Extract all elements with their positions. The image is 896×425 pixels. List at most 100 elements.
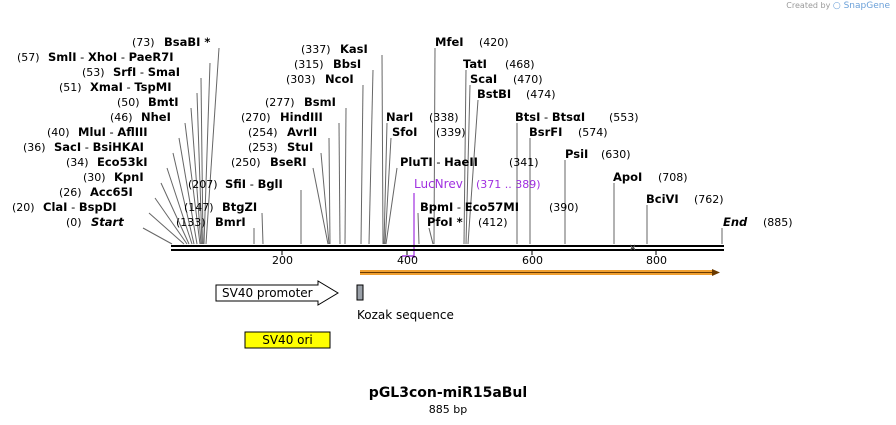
svg-text:(470): (470) xyxy=(513,73,543,86)
svg-text:BmrI: BmrI xyxy=(215,215,246,229)
svg-text:(250): (250) xyxy=(231,156,261,169)
site-apoi: ApoI xyxy=(613,170,642,184)
svg-text:BsaBI *: BsaBI * xyxy=(164,35,210,49)
svg-text:NheI: NheI xyxy=(141,110,171,124)
middle-site-labels: (207) SfiI - BglI (147) BtgZI (133) BmrI… xyxy=(176,42,368,229)
site-nari: NarI xyxy=(386,110,413,124)
svg-text:600: 600 xyxy=(522,254,543,267)
plasmid-length: 885 bp xyxy=(428,403,468,416)
svg-text:HindIII: HindIII xyxy=(280,110,323,124)
separator: - xyxy=(540,110,551,124)
svg-text:(20): (20) xyxy=(12,201,35,214)
svg-text:(574): (574) xyxy=(578,126,608,139)
site-kpni: KpnI xyxy=(114,170,144,184)
separator: - xyxy=(136,65,147,79)
svg-text:(468): (468) xyxy=(505,58,535,71)
site-xhoi: XhoI xyxy=(88,50,117,64)
site-scai: ScaI xyxy=(470,72,497,86)
svg-text:SfiI - BglI: SfiI - BglI xyxy=(225,177,283,191)
site-mfei: MfeI xyxy=(435,35,464,49)
snapgene-branding: Created by ○ SnapGene xyxy=(786,1,890,11)
svg-text:Start: Start xyxy=(91,215,124,229)
site-bgli: BglI xyxy=(258,177,283,191)
svg-text:(26): (26) xyxy=(59,186,82,199)
ruler-tick-600: 600 xyxy=(522,254,543,267)
svg-text:(474): (474) xyxy=(526,88,556,101)
svg-text:(338): (338) xyxy=(429,111,459,124)
svg-text:BtgZI: BtgZI xyxy=(222,200,257,214)
site-nhei: NheI xyxy=(141,110,171,124)
site-mlui: MluI xyxy=(78,125,106,139)
separator: - xyxy=(453,200,464,214)
svg-text:PsiI: PsiI xyxy=(565,147,588,161)
svg-text:PfoI *: PfoI * xyxy=(427,215,463,229)
svg-text:KasI: KasI xyxy=(340,42,368,56)
site-smai: SmaI xyxy=(148,65,180,79)
svg-text:BtsI - BtsαI: BtsI - BtsαI xyxy=(515,110,585,124)
separator: - xyxy=(433,155,444,169)
svg-text:BsmI: BsmI xyxy=(304,95,336,109)
svg-text:KpnI: KpnI xyxy=(114,170,144,184)
svg-text:(147): (147) xyxy=(184,201,214,214)
svg-text:(708): (708) xyxy=(658,171,688,184)
snapgene-icon: ○ xyxy=(832,1,841,11)
site-bstbi: BstBI xyxy=(477,87,511,101)
svg-text:SV40 ori: SV40 ori xyxy=(262,333,313,347)
svg-text:BseRI: BseRI xyxy=(270,155,307,169)
svg-text:(341): (341) xyxy=(509,156,539,169)
right-site-labels: BtsI - BtsαI (553) BsrFI (574) PsiI (630… xyxy=(515,110,793,229)
sv40-promoter-label: SV40 promoter xyxy=(222,286,313,300)
svg-text:BmtI: BmtI xyxy=(148,95,179,109)
primer-range: (371 .. 389) xyxy=(476,178,541,191)
svg-text:(277): (277) xyxy=(265,96,295,109)
svg-text:ApoI: ApoI xyxy=(613,170,642,184)
site-bmri: BmrI xyxy=(215,215,246,229)
svg-text:(315): (315) xyxy=(294,58,324,71)
svg-text:(46): (46) xyxy=(110,111,133,124)
svg-text:800: 800 xyxy=(646,254,667,267)
site-bsmi: BsmI xyxy=(304,95,336,109)
svg-text:(303): (303) xyxy=(286,73,316,86)
site-end: End xyxy=(723,215,748,229)
svg-text:MfeI: MfeI xyxy=(435,35,464,49)
snapgene-logo: ○ SnapGene xyxy=(833,1,890,11)
left-site-labels: (73) BsaBI * (57) SmlI - XhoI - PaeR7I (… xyxy=(12,35,210,229)
site-acc65i: Acc65I xyxy=(90,185,133,199)
created-by-text: Created by xyxy=(786,1,831,10)
sv40-ori-feature: SV40 ori xyxy=(244,331,331,349)
plasmid-title: pGL3con-miR15aBul xyxy=(368,385,528,401)
svg-text:(53): (53) xyxy=(82,66,105,79)
site-stui: StuI xyxy=(287,140,313,154)
separator: - xyxy=(77,50,88,64)
site-tati: TatI xyxy=(463,57,487,71)
svg-text:(420): (420) xyxy=(479,36,509,49)
sv40-ori-label: SV40 ori xyxy=(262,333,313,347)
svg-text:XmaI - TspMI: XmaI - TspMI xyxy=(90,80,171,94)
svg-text:SacI - BsiHKAI: SacI - BsiHKAI xyxy=(54,140,144,154)
svg-text:(339): (339) xyxy=(436,126,466,139)
site-start: Start xyxy=(91,215,124,229)
center-site-labels: NarI (338) SfoI (339) PluTI - HaeII (341… xyxy=(386,35,579,229)
svg-text:200: 200 xyxy=(272,254,293,267)
svg-text:Acc65I: Acc65I xyxy=(90,185,133,199)
kozak-label: Kozak sequence xyxy=(357,308,454,322)
svg-text:(36): (36) xyxy=(23,141,46,154)
snapgene-name: SnapGene xyxy=(843,1,890,11)
site-hindiii: HindIII xyxy=(280,110,323,124)
svg-text:BstBI: BstBI xyxy=(477,87,511,101)
svg-text:(0): (0) xyxy=(66,216,82,229)
site-btgzi: BtgZI xyxy=(222,200,257,214)
svg-text:(73): (73) xyxy=(132,36,155,49)
svg-text:(50): (50) xyxy=(117,96,140,109)
svg-text:400: 400 xyxy=(397,254,418,267)
site-smli: SmlI xyxy=(48,50,77,64)
site-ncoi: NcoI xyxy=(325,72,354,86)
svg-text:SrfI - SmaI: SrfI - SmaI xyxy=(113,65,180,79)
site-btsi: BtsI xyxy=(515,110,540,124)
ruler-tick-200: 200 xyxy=(272,254,293,267)
svg-text:End: End xyxy=(723,215,748,229)
svg-text:StuI: StuI xyxy=(287,140,313,154)
site-bmti: BmtI xyxy=(148,95,179,109)
site-avrii: AvrII xyxy=(287,125,317,139)
site-kasi: KasI xyxy=(340,42,368,56)
